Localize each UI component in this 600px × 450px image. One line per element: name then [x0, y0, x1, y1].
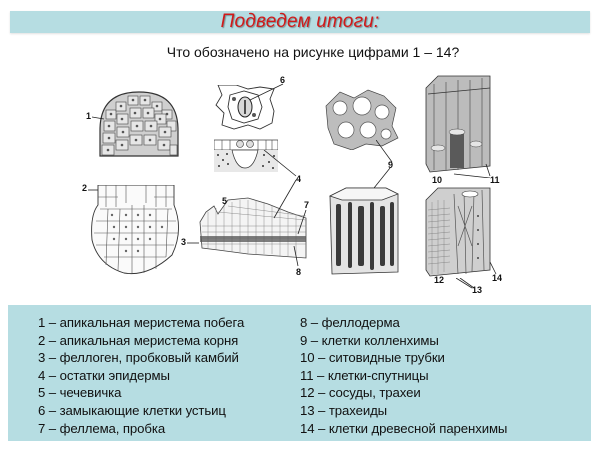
- legend-item-5: 5 – чечевичка: [38, 385, 122, 401]
- legend-item-12: 12 – сосуды, трахеи: [300, 385, 421, 401]
- figure-phloem-3d: [424, 74, 494, 174]
- legend-item-2: 2 – апикальная меристема корня: [38, 332, 239, 348]
- collenchyma-cross-illustration: [325, 89, 399, 151]
- epidermis-illustration: [213, 139, 279, 172]
- label-12: 12: [434, 275, 445, 285]
- leader-line-9b: [373, 168, 391, 189]
- periderm-illustration: [199, 197, 307, 259]
- legend-panel: 1 – апикальная меристема побега 2 – апик…: [8, 305, 591, 441]
- leader-line-3: [187, 242, 199, 244]
- label-6: 6: [280, 75, 286, 85]
- label-5: 5: [222, 196, 228, 206]
- leader-line-14: [489, 262, 497, 275]
- legend-item-8: 8 – феллодерма: [300, 315, 400, 330]
- legend-item-1: 1 – апикальная меристема побега: [38, 315, 245, 330]
- leader-line-8: [293, 246, 299, 267]
- figure-root-apical-meristem: [88, 184, 184, 275]
- figure-shoot-apical-meristem: [98, 90, 180, 158]
- label-3: 3: [181, 237, 187, 247]
- label-7: 7: [304, 200, 310, 210]
- leader-line-6: [249, 83, 284, 101]
- legend-column-left: 1 – апикальная меристема побега 2 – апик…: [38, 314, 244, 437]
- figure-stoma-surface: [214, 84, 276, 133]
- legend-item-7: 7 – феллема, пробка: [38, 420, 166, 436]
- xylem-illustration: [425, 187, 491, 277]
- leader-line-1: [92, 116, 105, 120]
- label-8: 8: [296, 267, 302, 277]
- label-2: 2: [82, 183, 88, 193]
- legend-item-4: 4 – остатки эпидермы: [38, 367, 170, 383]
- label-4: 4: [296, 174, 302, 184]
- label-13: 13: [472, 285, 483, 295]
- label-11: 11: [490, 175, 500, 185]
- label-9: 9: [388, 160, 394, 170]
- leader-line-7: [297, 210, 307, 235]
- legend-item-3: 3 – феллоген, пробковый камбий: [38, 350, 239, 366]
- legend-item-11: 11 – клетки-спутницы: [300, 367, 429, 383]
- phloem-illustration: [425, 75, 491, 173]
- leader-line-9a: [376, 140, 393, 163]
- title-band: Подведем итоги:: [10, 11, 590, 33]
- figure-collenchyma-3d: [326, 186, 400, 276]
- figure-xylem-3d: [424, 186, 494, 278]
- legend-item-13: 13 – трахеиды: [300, 402, 388, 418]
- leader-lines-4: [263, 150, 297, 219]
- legend-item-14: 14 – клетки древесной паренхимы: [300, 420, 508, 436]
- collenchyma-3d-illustration: [329, 187, 399, 275]
- leader-lines-13: [456, 278, 475, 289]
- shoot-meristem-illustration: [99, 91, 179, 157]
- root-meristem-illustration: [91, 184, 179, 275]
- figure-periderm-lenticel: [198, 192, 308, 264]
- legend-column-right: 8 – феллодерма 9 – клетки колленхимы 10 …: [300, 314, 507, 437]
- figure-collenchyma-cross: [322, 88, 400, 151]
- leader-lines-11: [453, 163, 491, 178]
- label-1: 1: [86, 111, 92, 121]
- legend-item-9: 9 – клетки колленхимы: [300, 332, 439, 348]
- leader-line-2: [88, 189, 98, 191]
- label-10: 10: [432, 175, 443, 185]
- page-title: Подведем итоги:: [220, 11, 380, 32]
- legend-item-6: 6 – замыкающие клетки устьиц: [38, 402, 226, 418]
- legend-item-10: 10 – ситовидные трубки: [300, 350, 445, 366]
- label-14: 14: [492, 273, 503, 283]
- stoma-illustration: [215, 84, 275, 130]
- figure-epidermis-section: [213, 138, 279, 172]
- question-text: Что обозначено на рисунке цифрами 1 – 14…: [166, 44, 460, 60]
